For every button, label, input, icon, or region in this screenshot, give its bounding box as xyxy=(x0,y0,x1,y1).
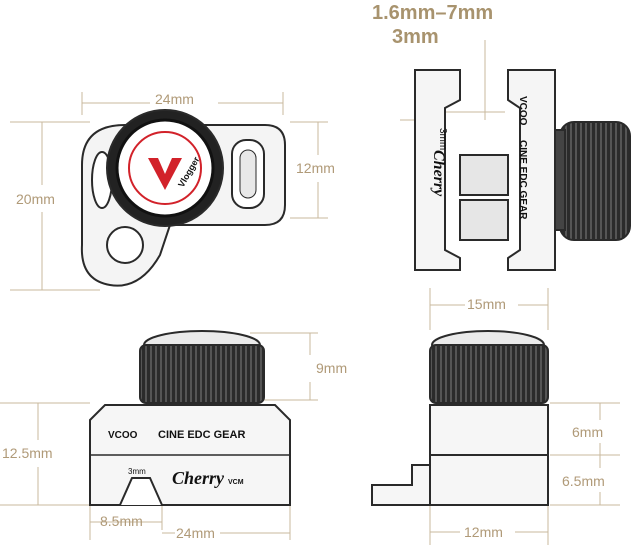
product-name-front: CINE EDC GEAR xyxy=(158,429,245,441)
product-name-side: CINE EDC GEAR xyxy=(517,140,528,220)
dim-bottom-width: 24mm xyxy=(176,525,215,541)
dim-bottom-offset: 8.5mm xyxy=(100,513,143,529)
dim-right-upper: 6mm xyxy=(572,424,604,440)
bottom-left-view xyxy=(89,330,291,506)
dim-right-bottom: 12mm xyxy=(464,524,503,540)
slot-mark-side: 3mm xyxy=(437,128,448,150)
dimension-lines xyxy=(0,40,620,545)
side-view xyxy=(414,69,631,271)
dim-right-width: 15mm xyxy=(467,296,506,312)
brand-marks-front: VCOO xyxy=(108,430,138,441)
brand-suffix-front: VCM xyxy=(228,479,244,486)
brand-name-front: Cherry xyxy=(172,468,225,488)
dim-front-width: 24mm xyxy=(155,91,194,107)
dim-knob-height: 9mm xyxy=(316,360,348,376)
slot-mark-front: 3mm xyxy=(128,467,146,476)
dim-top-range: 1.6mm–7mm xyxy=(372,2,494,24)
dim-top-slot: 3mm xyxy=(392,26,439,48)
brand-marks-side: VCOO xyxy=(517,96,528,126)
dim-front-knob: 12mm xyxy=(296,160,335,176)
brand-name-side: Cherry xyxy=(430,150,447,197)
front-view xyxy=(80,109,286,287)
dim-right-lower: 6.5mm xyxy=(562,473,605,489)
bottom-right-view xyxy=(371,330,549,506)
dim-front-height: 20mm xyxy=(16,191,55,207)
dim-bottom-height: 12.5mm xyxy=(2,445,53,461)
